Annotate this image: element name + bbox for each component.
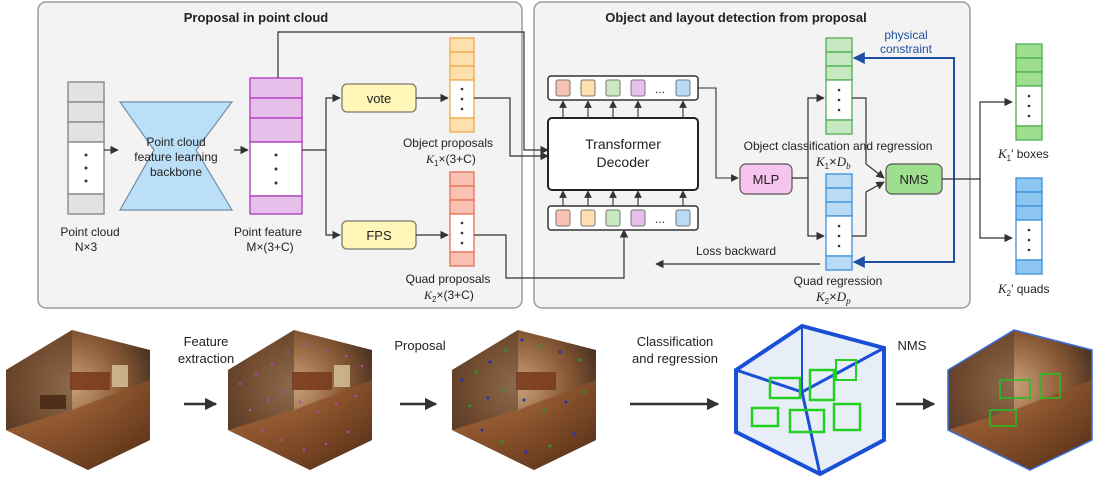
point-feature-column (249, 77, 303, 215)
quad-reg-label: Quad regression (794, 274, 883, 288)
object-proposals-rest: ×(3+C) (438, 152, 475, 166)
point-cloud-label: Point cloud (60, 225, 119, 239)
room-image-2 (228, 330, 372, 470)
point-feature-label: Point feature (234, 225, 302, 239)
object-proposals-K: K (425, 152, 435, 166)
quad-proposals-rest: ×(3+C) (436, 288, 473, 302)
object-proposals-sub: 1 (434, 159, 439, 168)
vote-label: vote (367, 91, 392, 106)
object-cls-column (825, 37, 853, 135)
proposal-arrows (104, 31, 629, 279)
mlp-box (739, 163, 793, 195)
quad-reg-times: × (829, 289, 837, 304)
point-cloud-column (67, 81, 105, 215)
transformer-label-2: Decoder (597, 154, 650, 170)
quads-output-label: K2' quads (997, 281, 1049, 298)
quad-proposals-column (449, 171, 475, 267)
backbone-label-1: Point cloud (146, 135, 205, 149)
quad-reg-sub: 2 (825, 297, 830, 306)
object-cls-dim: K1×Db (815, 154, 851, 171)
pipeline-proposal-label: Proposal (394, 338, 445, 353)
boxes-sub: 1 (1007, 154, 1012, 163)
object-proposals-label: Object proposals (403, 136, 493, 150)
detection-panel-title: Object and layout detection from proposa… (605, 10, 866, 25)
mlp-label: MLP (753, 172, 780, 187)
quad-reg-column (825, 173, 853, 271)
quads-sub: 2 (1007, 289, 1012, 298)
object-cls-D: D (836, 154, 847, 169)
pipeline-class-label-2: and regression (632, 351, 718, 366)
boxes-output-column (1015, 43, 1043, 141)
quad-reg-Dsub: p (845, 296, 851, 306)
backbone-label-2: feature learning (134, 150, 217, 164)
mlp-arrows (792, 93, 885, 241)
quad-proposals-sub: 2 (432, 295, 437, 304)
point-feature-dim: M×(3+C) (246, 240, 293, 254)
backbone-label-3: backbone (150, 165, 202, 179)
object-cls-K: K (815, 154, 826, 169)
boxes-K: K (997, 146, 1008, 161)
top-tokens-ellipsis: ... (655, 82, 665, 96)
top-tokens (555, 79, 691, 97)
pipeline-nms-label: NMS (898, 338, 927, 353)
quad-reg-K: K (815, 289, 826, 304)
decoder-arrows (559, 87, 739, 206)
physical-label-1: physical (884, 28, 927, 42)
object-cls-label: Object classification and regression (744, 139, 933, 153)
boxes-output-label: K1' boxes (997, 146, 1049, 163)
bottom-tokens (555, 209, 691, 227)
pipeline-feature-label-1: Feature (184, 334, 229, 349)
quad-proposals-K: K (423, 288, 433, 302)
room-image-4 (734, 323, 886, 477)
proposal-panel-title: Proposal in point cloud (184, 10, 329, 25)
physical-constraint-arrows (852, 52, 955, 268)
quad-proposals-label: Quad proposals (406, 272, 491, 286)
quad-reg-dim: K2×Dp (815, 289, 851, 306)
backbone-shape (118, 101, 234, 211)
loss-backward-label: Loss backward (696, 244, 776, 258)
transformer-label-1: Transformer (585, 136, 661, 152)
room-image-5 (947, 329, 1093, 471)
object-proposals-dim: K1×(3+C) (425, 152, 476, 168)
transformer-decoder (547, 117, 699, 191)
pipeline-class-label-1: Classification (637, 334, 714, 349)
nms-label: NMS (900, 172, 929, 187)
output-arrows (942, 97, 1013, 243)
pipeline-feature-label-2: extraction (178, 351, 234, 366)
boxes-text: ' boxes (1011, 147, 1049, 161)
room-image-1 (6, 330, 150, 470)
physical-label-2: constraint (880, 42, 933, 56)
point-cloud-dim: N×3 (75, 240, 98, 254)
quad-reg-D: D (836, 289, 847, 304)
quads-K: K (997, 281, 1008, 296)
fps-label: FPS (366, 228, 392, 243)
object-cls-Dsub: b (846, 161, 851, 171)
object-cls-times: × (829, 154, 837, 169)
bottom-tokens-ellipsis: ... (655, 212, 665, 226)
object-cls-sub: 1 (825, 162, 830, 171)
object-proposals-column (449, 37, 475, 133)
room-2-feature-dots (238, 342, 364, 452)
quad-proposals-dim: K2×(3+C) (423, 288, 474, 304)
quads-text: ' quads (1011, 282, 1049, 296)
room-3-proposal-points (460, 338, 586, 454)
quads-output-column (1015, 177, 1043, 275)
